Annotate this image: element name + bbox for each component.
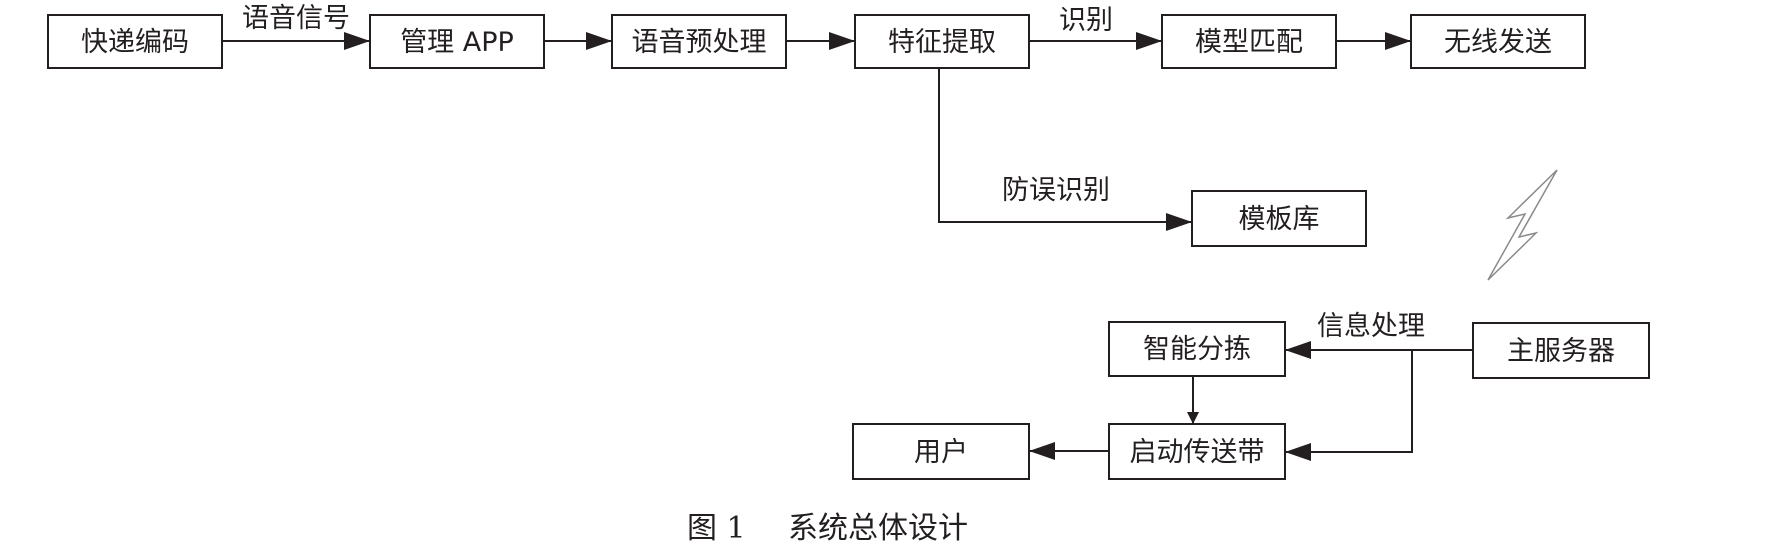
node-manage-app-label: 管理 APP (400, 27, 514, 58)
edge-label-voice-signal: 语音信号 (242, 3, 350, 34)
node-feature-extract-label: 特征提取 (888, 27, 996, 58)
node-template-lib: 模板库 (1191, 190, 1367, 247)
node-user: 用户 (852, 423, 1030, 480)
node-wireless-send-label: 无线发送 (1444, 27, 1552, 58)
node-start-conveyor-label: 启动传送带 (1130, 437, 1265, 468)
node-user-label: 用户 (914, 437, 968, 468)
node-express-code: 快递编码 (47, 14, 223, 69)
node-start-conveyor: 启动传送带 (1108, 423, 1286, 480)
node-main-server-label: 主服务器 (1507, 336, 1615, 367)
edge-server-to-conveyor (1285, 350, 1413, 461)
figure-title: 系统总体设计 (788, 511, 968, 546)
node-main-server: 主服务器 (1472, 322, 1650, 379)
edge-label-info-process: 信息处理 (1317, 311, 1425, 342)
node-smart-sort-label: 智能分拣 (1143, 334, 1251, 365)
node-smart-sort: 智能分拣 (1108, 321, 1286, 377)
node-manage-app: 管理 APP (369, 14, 545, 69)
node-wireless-send: 无线发送 (1410, 14, 1586, 69)
edge-feature-to-template (938, 68, 1192, 231)
wireless-signal-icon (1487, 169, 1558, 281)
node-model-match: 模型匹配 (1161, 14, 1337, 69)
figure-number: 图 1 (687, 511, 746, 546)
node-voice-preprocess: 语音预处理 (611, 14, 787, 69)
node-model-match-label: 模型匹配 (1195, 27, 1303, 58)
node-express-code-label: 快递编码 (81, 27, 189, 58)
node-template-lib-label: 模板库 (1239, 204, 1320, 235)
node-feature-extract: 特征提取 (854, 14, 1030, 69)
edge-label-anti-error: 防误识别 (1002, 175, 1110, 206)
edge-label-recognize: 识别 (1059, 5, 1113, 36)
node-voice-preprocess-label: 语音预处理 (632, 27, 767, 58)
